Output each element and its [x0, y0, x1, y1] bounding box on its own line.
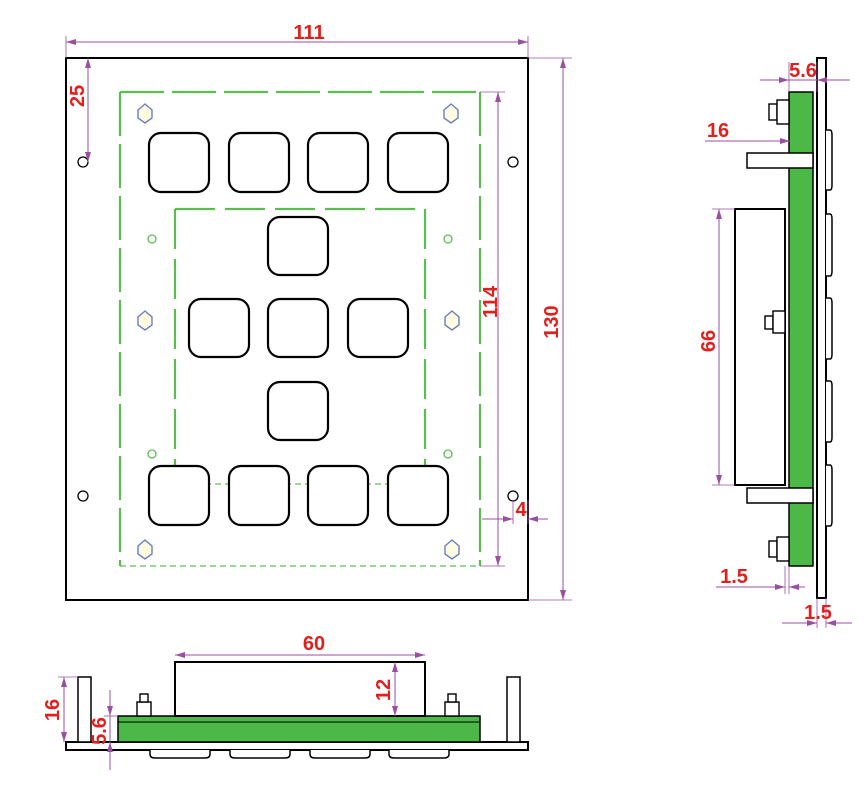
- key-nav-right: [346, 297, 410, 359]
- dimension-side-standoff: 16: [705, 120, 790, 144]
- dimension-side-plate-thickness-b: 1.5: [782, 598, 852, 628]
- key-grid: [147, 131, 450, 527]
- mounting-hole: [507, 156, 519, 168]
- bottom-plate: [65, 741, 529, 751]
- hex-nut-icon: [137, 539, 153, 560]
- label-inner-height: 114: [480, 285, 502, 318]
- key-top-2: [227, 131, 291, 194]
- label-bottom-total-height: 16: [42, 699, 64, 721]
- mounting-holes: [77, 156, 519, 502]
- label-side-margin: 4: [515, 499, 527, 521]
- dimension-side-thickness-top: 5.6: [760, 60, 850, 92]
- hex-nut-icons: [137, 103, 460, 560]
- key-bottom-2: [227, 464, 291, 527]
- hex-nut-icon: [444, 310, 460, 331]
- dimension-front-width: 111: [65, 22, 529, 58]
- dimension-bottom-module-height: 12: [373, 662, 398, 716]
- key-nav-up: [266, 215, 330, 277]
- key-nav-center: [266, 297, 330, 359]
- label-side-standoff: 16: [707, 120, 729, 142]
- side-standoff-bottom: [746, 487, 814, 504]
- side-pcb: [788, 91, 814, 567]
- side-components: [764, 99, 790, 562]
- side-plate: [816, 57, 827, 599]
- front-view: 111 130 114 25: [65, 22, 572, 601]
- hex-nut-icon: [444, 539, 460, 560]
- label-front-width: 111: [293, 22, 324, 44]
- side-connector-module: [734, 208, 786, 486]
- key-top-4: [386, 131, 450, 194]
- bottom-standoff-left: [77, 676, 92, 743]
- label-bottom-module-width: 60: [303, 633, 325, 655]
- key-nav-left: [187, 297, 251, 359]
- key-nav-down: [266, 380, 330, 442]
- hex-nut-icon: [137, 310, 153, 331]
- dimension-bottom-total-height: 16: [42, 676, 78, 742]
- dimension-side-module-height: 66: [698, 208, 735, 486]
- bottom-connector-module: [174, 661, 426, 717]
- dimension-side-margin: 4: [482, 499, 548, 524]
- bottom-pcb: [117, 715, 481, 743]
- label-bottom-module-height: 12: [373, 679, 395, 701]
- label-side-module-height: 66: [698, 330, 720, 352]
- label-side-plate-thickness-a: 1.5: [720, 566, 748, 588]
- label-side-thickness-top: 5.6: [789, 60, 817, 82]
- side-view: 5.6 16 66 1.5: [698, 57, 852, 628]
- dimension-bottom-pcb-thickness: 5.6: [89, 690, 118, 770]
- side-key-profiles: [826, 129, 833, 527]
- dimension-top-offset: 25: [67, 58, 91, 162]
- bottom-view: 60 12 16 5.6: [42, 633, 529, 770]
- key-bottom-3: [306, 464, 370, 527]
- dimension-side-plate-thickness-a: 1.5: [716, 566, 805, 594]
- key-top-1: [147, 131, 211, 194]
- label-bottom-pcb-thickness: 5.6: [89, 717, 111, 745]
- outer-guide-outline: [118, 90, 482, 567]
- inner-guide-outline: [173, 207, 427, 485]
- label-top-offset: 25: [67, 85, 89, 107]
- mounting-hole: [77, 490, 89, 502]
- hex-nut-icon: [443, 103, 459, 124]
- dimension-front-height: 130: [528, 57, 572, 601]
- bottom-key-profiles: [149, 750, 450, 759]
- label-side-plate-thickness-b: 1.5: [804, 602, 832, 624]
- key-bottom-4: [386, 464, 450, 527]
- label-front-height: 130: [541, 305, 563, 338]
- bottom-components: [136, 693, 460, 717]
- dimension-bottom-module-width: 60: [175, 633, 425, 658]
- key-top-3: [306, 131, 370, 194]
- mounting-hole: [77, 156, 89, 168]
- alignment-dots: [147, 234, 453, 459]
- hex-nut-icon: [137, 103, 153, 124]
- key-bottom-1: [147, 464, 211, 527]
- bottom-standoff-right: [506, 676, 521, 743]
- side-standoff-top: [746, 152, 814, 169]
- dimension-inner-height: 114: [480, 91, 505, 567]
